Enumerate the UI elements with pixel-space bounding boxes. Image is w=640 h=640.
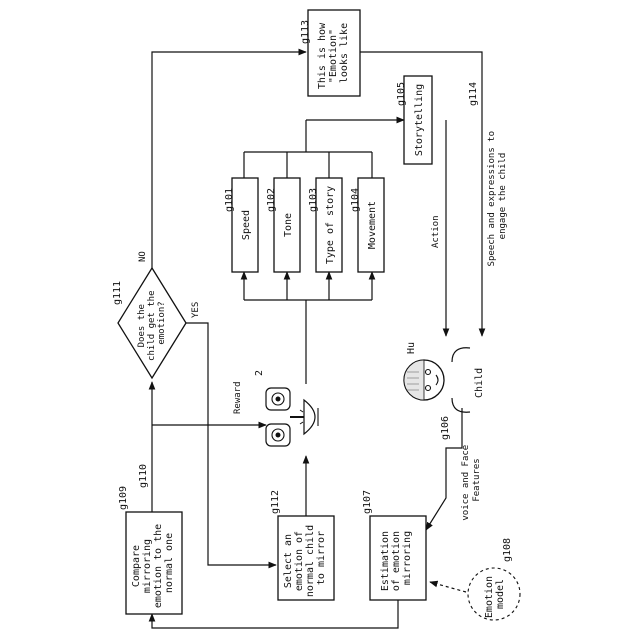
ref-g104: g104 bbox=[350, 188, 361, 212]
label-child: Child bbox=[474, 368, 485, 398]
ref-g105: g105 bbox=[396, 82, 407, 106]
box-movement-text: Movement bbox=[367, 201, 378, 249]
label-action: Action bbox=[431, 215, 441, 248]
box-estimation-text: Estimation of emotion mirroring bbox=[380, 525, 413, 591]
box-tone-text: Tone bbox=[283, 213, 294, 237]
box-speed-text: Speed bbox=[241, 210, 252, 240]
label-speech: Speech and expressions to engage the chi… bbox=[487, 126, 508, 267]
ref-g101: g101 bbox=[224, 188, 235, 212]
box-storytelling-text: Storytelling bbox=[414, 84, 425, 156]
box-this-is-how-text: This is how "Emotion" looks like bbox=[317, 17, 350, 89]
ref-robot: 2 bbox=[254, 370, 265, 376]
label-yes: YES bbox=[191, 302, 201, 318]
child-figure bbox=[404, 348, 470, 412]
box-type-of-story-text: Type of story bbox=[325, 186, 336, 264]
arrow-yes-to-g112 bbox=[186, 323, 276, 565]
ref-g110: g110 bbox=[138, 464, 149, 488]
arrow-model-to-g107 bbox=[430, 582, 466, 592]
label-no: NO bbox=[138, 251, 148, 262]
label-voice-face: voice and Face Features bbox=[461, 439, 482, 520]
ref-g103: g103 bbox=[308, 188, 319, 212]
ref-g114: g114 bbox=[468, 82, 479, 106]
ref-g102: g102 bbox=[266, 188, 277, 212]
ref-g109: g109 bbox=[118, 486, 129, 510]
arrow-g107-to-g109 bbox=[152, 600, 398, 628]
ref-g113: g113 bbox=[300, 20, 311, 44]
label-reward: Reward bbox=[233, 381, 243, 414]
ref-g106: g106 bbox=[440, 416, 451, 440]
ref-g107: g107 bbox=[362, 490, 373, 514]
ref-child: Hu bbox=[406, 342, 417, 354]
ref-g112: g112 bbox=[270, 490, 281, 514]
ref-g108: g108 bbox=[502, 538, 513, 562]
robot-illustration bbox=[266, 388, 318, 446]
ref-g111: g111 bbox=[112, 281, 123, 305]
